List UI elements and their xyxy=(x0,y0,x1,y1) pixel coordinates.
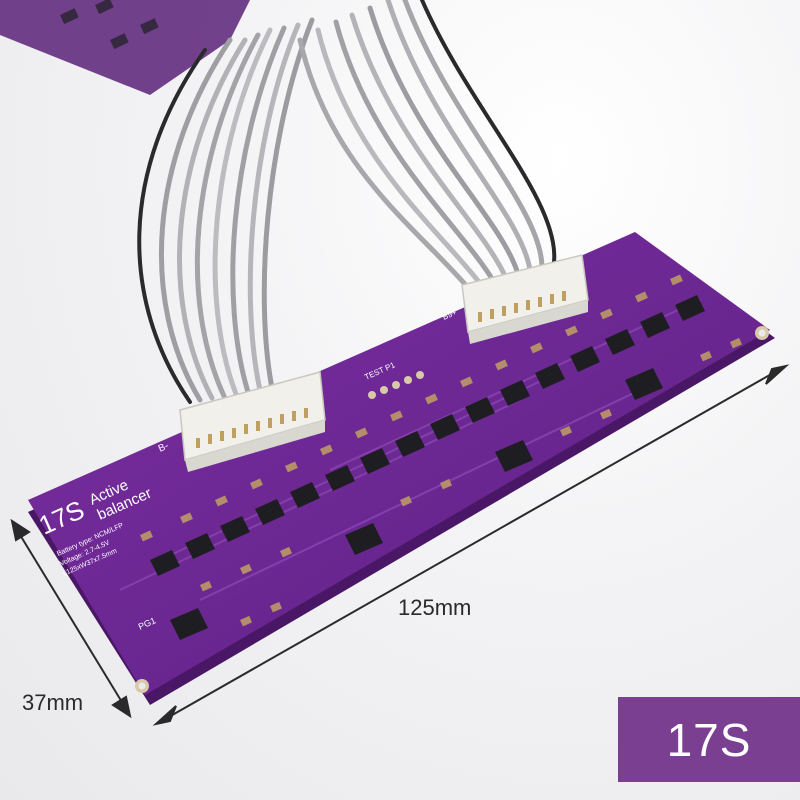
series-badge: 17S xyxy=(618,697,800,782)
chip-row xyxy=(150,295,705,640)
background-board xyxy=(0,0,250,95)
wire-harness xyxy=(137,0,557,404)
b-minus-label: B- xyxy=(157,441,171,455)
width-dimension-label: 125mm xyxy=(398,595,472,620)
connector-left xyxy=(179,371,326,472)
connector-right xyxy=(461,254,589,344)
pcb-board: 17S Active balancer Battery type: NCM/LF… xyxy=(28,232,775,705)
dimension-arrow-height xyxy=(10,518,132,719)
test-points xyxy=(368,371,424,399)
height-dimension-label: 37mm xyxy=(22,690,84,715)
dimension-arrow-width xyxy=(152,364,790,726)
capacitor-row xyxy=(139,274,742,627)
